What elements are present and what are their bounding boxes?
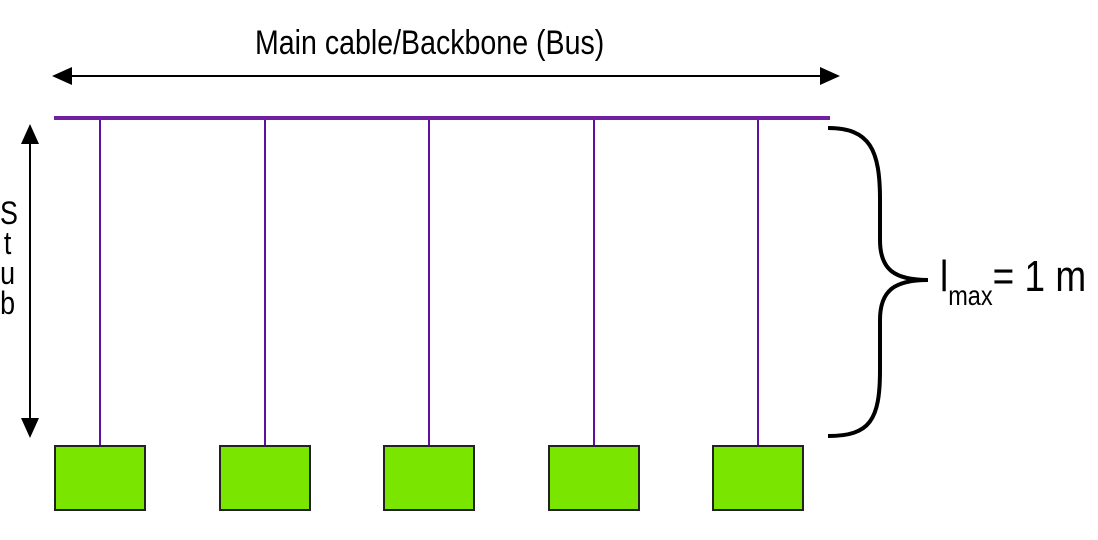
stub-label-letter: t [3,225,12,261]
stub-label-letter: b [0,285,16,321]
max-length-label: lmax= 1 m [940,252,1087,311]
device-node [548,445,640,511]
stub-lines [99,120,759,446]
length-brace [827,126,929,438]
stub-label-letter: S [0,195,18,231]
stub-label-letter: u [0,255,16,291]
length-value: = 1 m [992,252,1087,301]
device-node [54,445,146,511]
main-cable-title: Main cable/Backbone (Bus) [255,24,605,62]
stub-length-arrow [21,124,39,438]
device-node [383,445,475,511]
devices [54,445,804,511]
device-node [219,445,311,511]
device-node [712,445,804,511]
bus-length-arrow [52,67,840,85]
length-symbol: l [940,252,949,301]
length-subscript: max [948,280,993,311]
